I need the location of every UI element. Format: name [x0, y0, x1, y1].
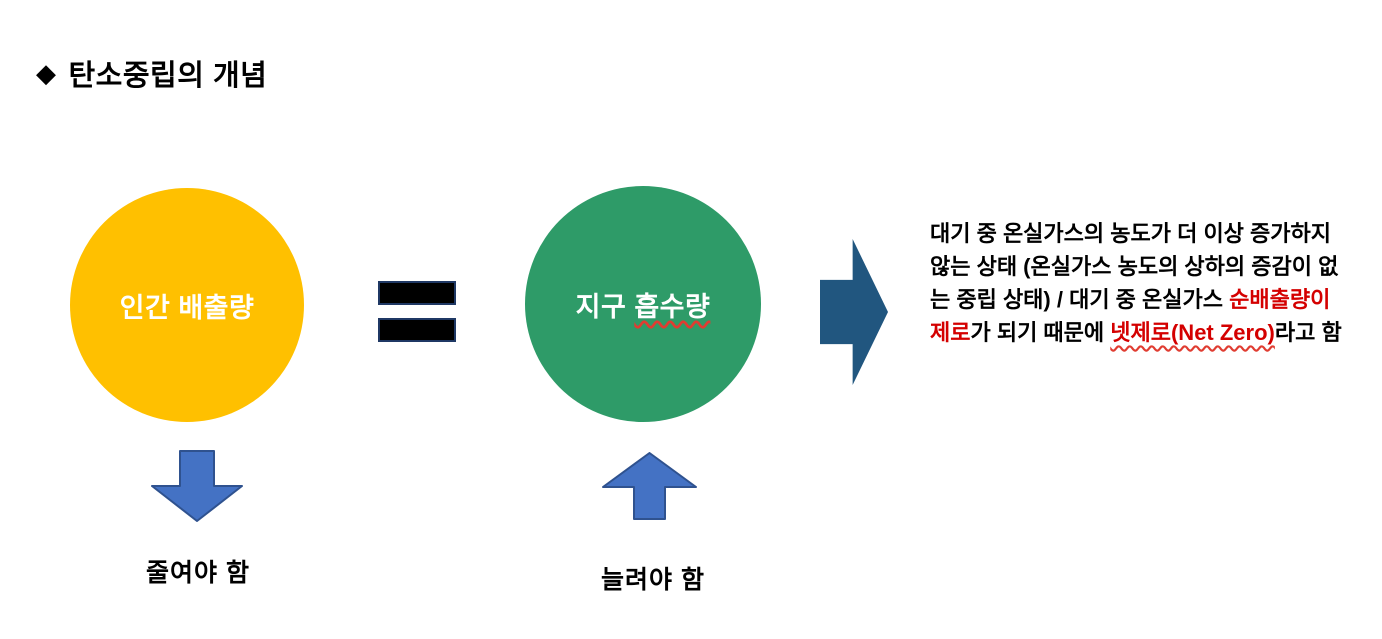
equals-sign [378, 281, 456, 342]
reduce-caption: 줄여야 함 [146, 559, 250, 587]
reduce-down-arrow-icon [151, 450, 243, 527]
earth-absorption-circle: 지구 흡수량 [525, 186, 761, 422]
earth-absorption-label-prefix: 지구 [575, 291, 635, 322]
page-title-text: 탄소중립의 개념 [68, 60, 268, 92]
human-emissions-circle: 인간 배출량 [70, 188, 304, 422]
description-text: 대기 중 온실가스의 농도가 더 이상 증가하지 않는 상태 (온실가스 농도의… [930, 217, 1342, 349]
description-segment-2: 순배출량이 제로 [930, 287, 1331, 345]
page-title: ◆ 탄소중립의 개념 [36, 52, 267, 94]
increase-caption: 늘려야 함 [601, 566, 705, 594]
human-emissions-label: 인간 배출량 [119, 292, 255, 323]
diamond-bullet-icon: ◆ [36, 58, 57, 88]
result-right-arrow-icon [820, 239, 888, 385]
description-segment-1: 대기 중 온실가스의 농도가 더 이상 증가하지 않는 상태 (온실가스 농도의… [930, 221, 1339, 312]
description-segment-4: 넷제로(Net Zero) [1110, 320, 1275, 345]
earth-absorption-label: 지구 흡수량 [576, 285, 711, 324]
equals-bar-bottom [378, 318, 456, 342]
equals-bar-top [378, 281, 456, 305]
increase-up-arrow-icon [602, 452, 697, 525]
description-segment-5: 라고 함 [1274, 320, 1342, 345]
earth-absorption-label-underlined: 흡수량 [634, 291, 711, 322]
description-segment-3: 가 되기 때문에 [970, 320, 1111, 345]
